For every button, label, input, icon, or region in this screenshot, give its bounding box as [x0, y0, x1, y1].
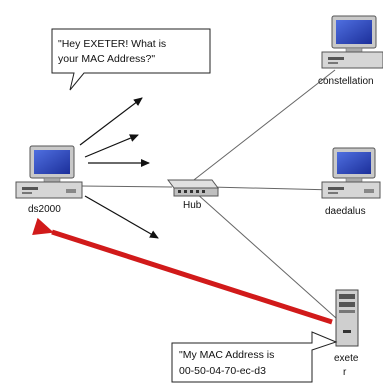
label-hub: Hub: [183, 200, 202, 211]
reply-text-line1: "My MAC Address is: [179, 349, 274, 361]
broadcast-arrow-up-far: [79, 97, 143, 146]
link-hub-exeter: [195, 192, 337, 319]
reply-callout: "My MAC Address is 00-50-04-70-ec-d3: [171, 331, 338, 383]
server-exeter-icon: [335, 289, 359, 347]
computer-daedalus-icon: [321, 147, 381, 199]
broadcast-arrow-down: [84, 195, 159, 239]
label-exeter-line1: exete: [334, 353, 359, 364]
request-text-line1: "Hey EXETER! What is: [58, 38, 166, 50]
computer-ds2000-icon: [15, 145, 83, 199]
request-callout: "Hey EXETER! What is your MAC Address?": [51, 28, 211, 91]
link-ds2000-hub: [79, 185, 173, 188]
request-text-line2: your MAC Address?": [58, 53, 155, 65]
reply-text-line2: 00-50-04-70-ec-d3: [179, 365, 266, 377]
label-ds2000: ds2000: [28, 204, 61, 215]
link-hub-daedalus: [209, 186, 336, 191]
reply-arrow: [32, 217, 333, 325]
label-constellation: constellation: [318, 76, 374, 87]
broadcast-arrow-up: [84, 134, 139, 158]
label-exeter-line2: r: [343, 367, 347, 378]
hub-icon: [167, 179, 219, 197]
link-hub-constellation: [189, 69, 336, 184]
label-daedalus: daedalus: [325, 206, 366, 217]
computer-constellation-icon: [321, 15, 383, 69]
